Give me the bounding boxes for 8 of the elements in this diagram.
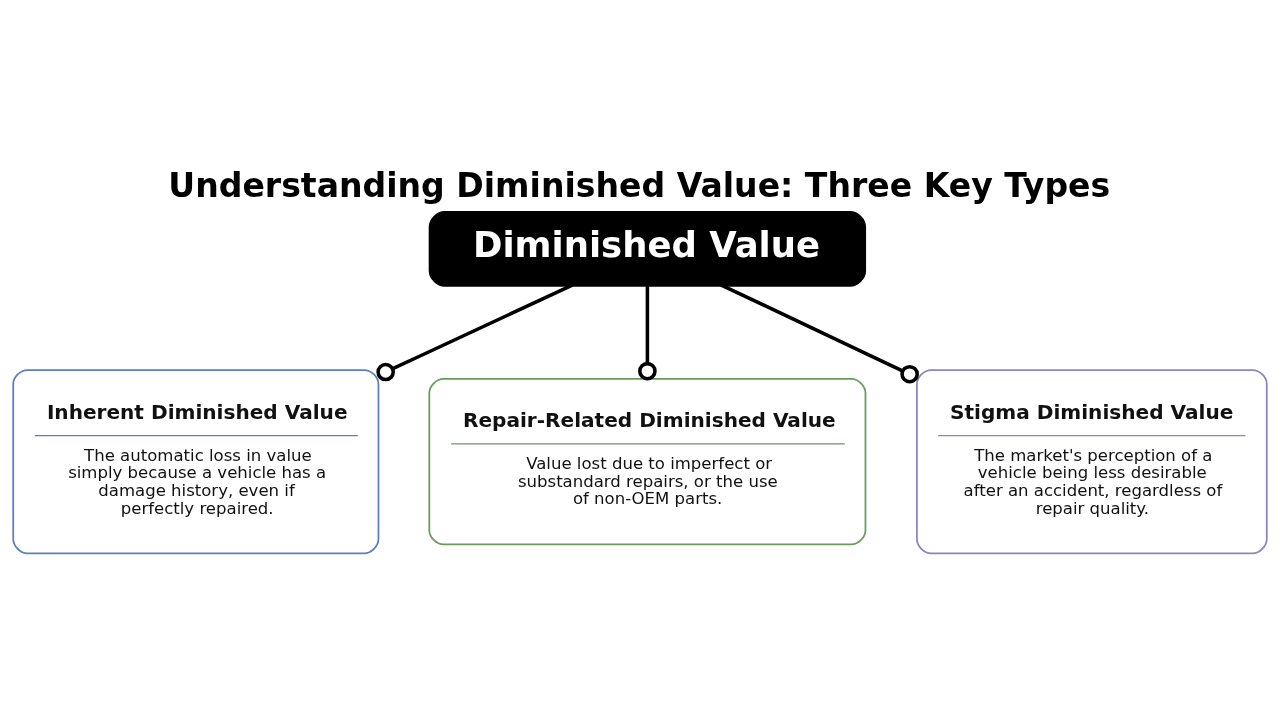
node-box: Repair-Related Diminished Value Value lost due to imperfect or substandard repairs, or the use of non-OEM parts.	[428, 378, 867, 546]
connector	[720, 283, 919, 384]
connector	[638, 285, 657, 381]
node-box: Diminished Value	[428, 211, 867, 287]
node-box: Inherent Diminished Value The automatic loss in value simply because a vehicle has a damage history, even if perfectly repaired.	[12, 369, 380, 555]
node-box: Stigma Diminished Value The market's perception of a vehicle being less desirable after an accident, regardless of repair quality.	[916, 369, 1268, 555]
diagram-title: Understanding Diminished Value: Three Key Types	[168, 165, 1111, 205]
connector	[376, 283, 574, 382]
